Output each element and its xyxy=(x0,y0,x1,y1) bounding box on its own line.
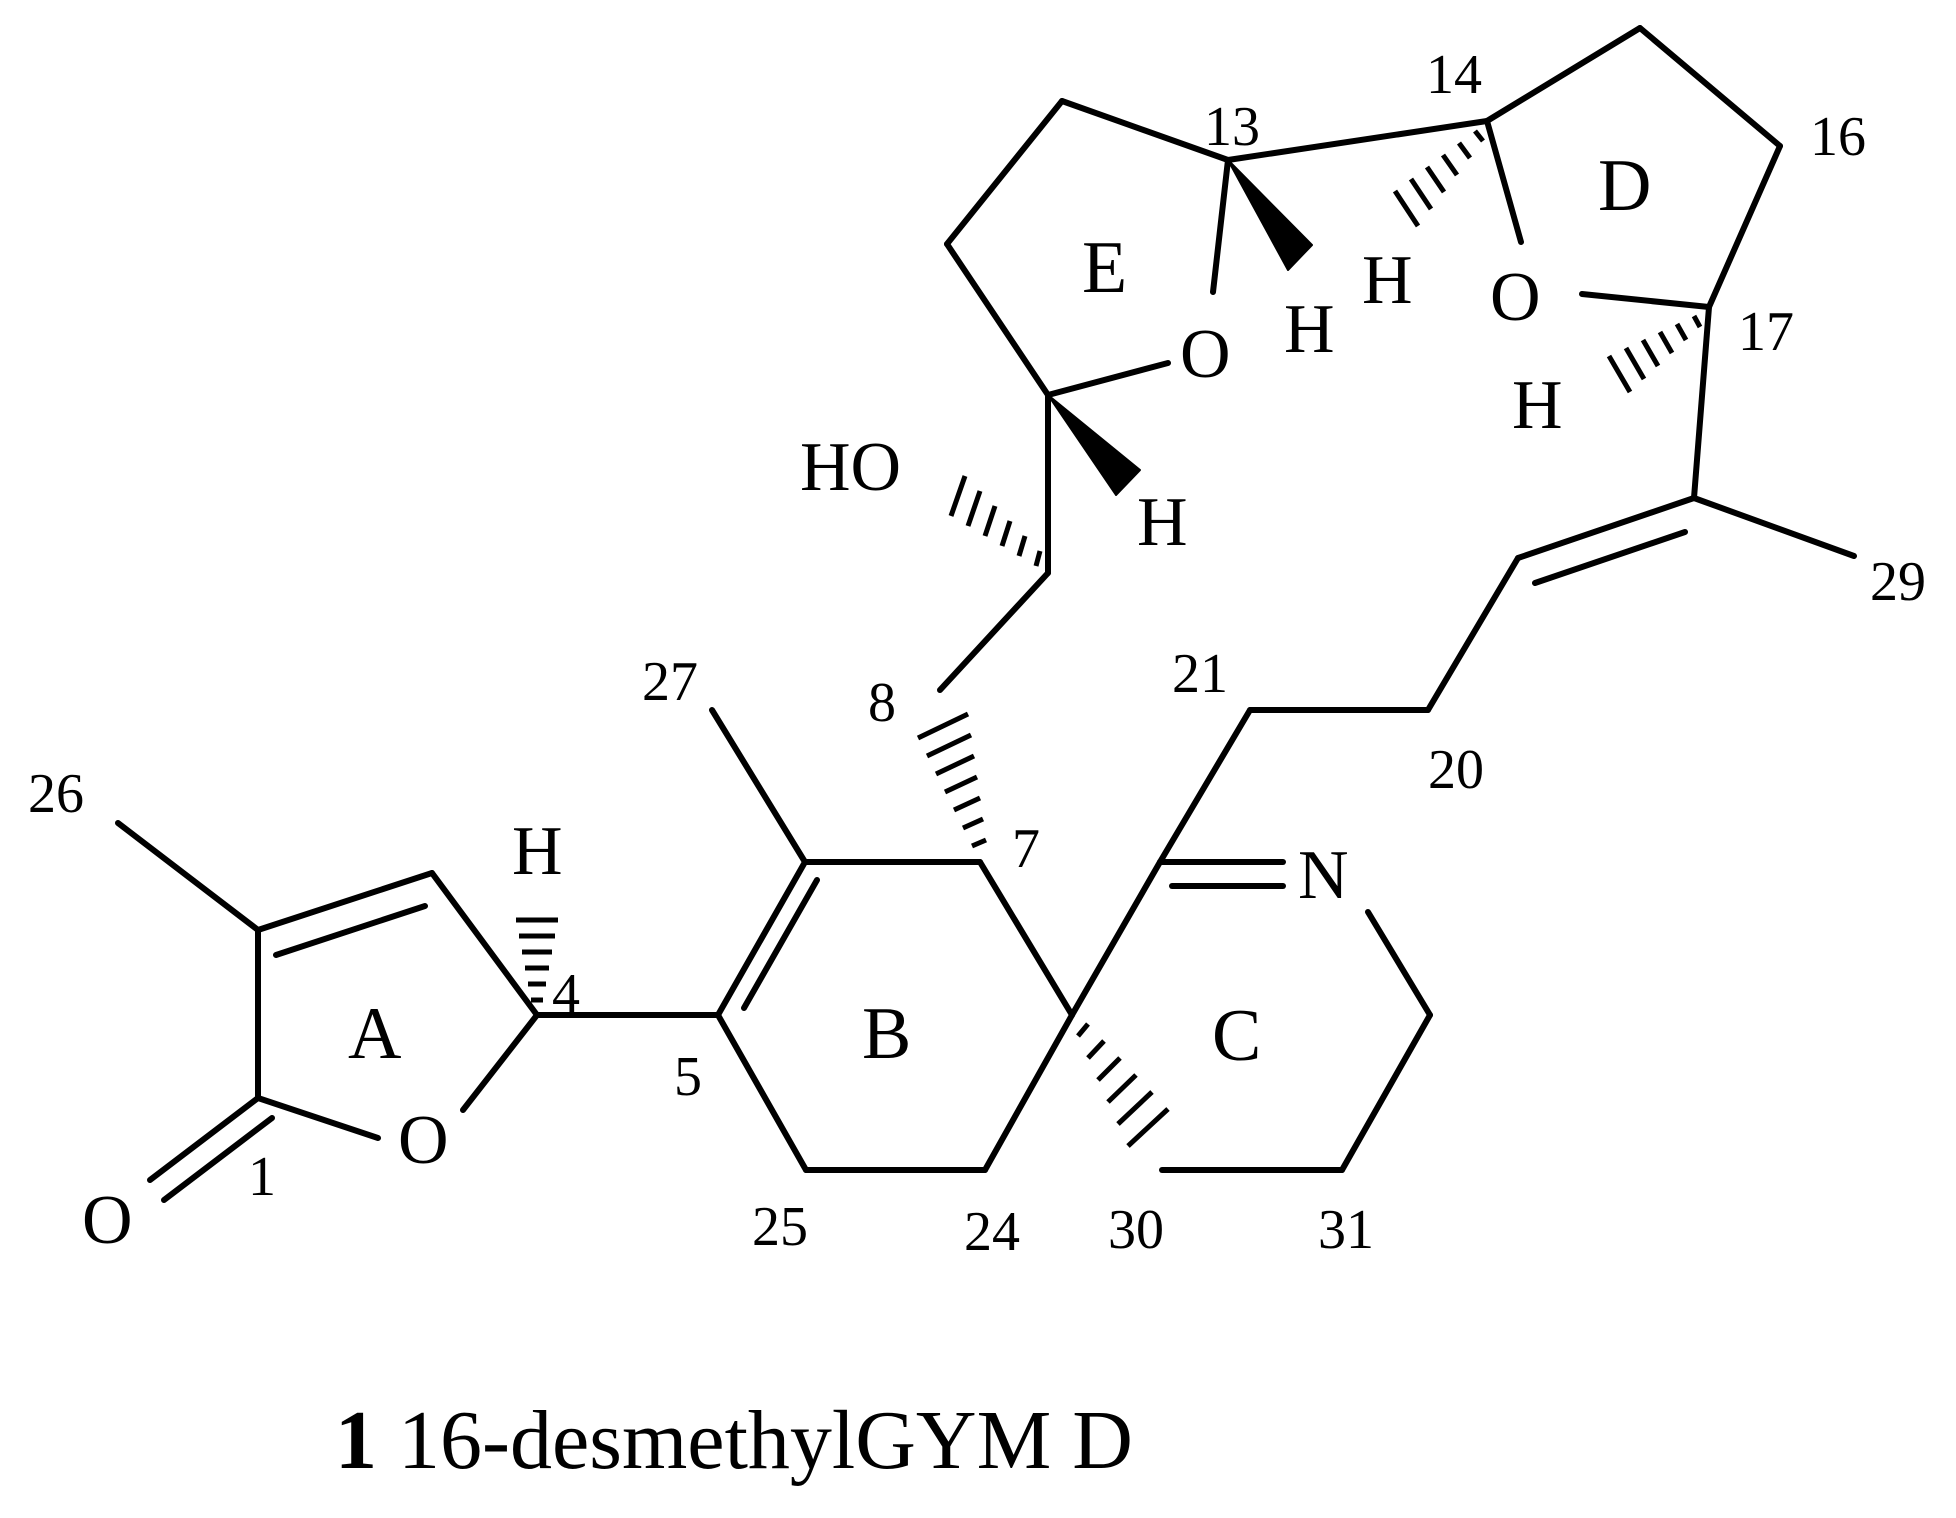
bond-c19-c18 xyxy=(1515,495,1697,561)
bond-c9-c8 xyxy=(937,570,1051,693)
bond-c7-spiro xyxy=(977,859,1075,1018)
bond-c10-oe xyxy=(1045,360,1171,398)
bond-c32-c31 xyxy=(1339,1012,1433,1173)
atom-h-c4: H xyxy=(512,813,563,890)
locant-24: 24 xyxy=(964,1201,1020,1263)
ring-label-e: E xyxy=(1082,227,1127,309)
wedge-bond-c13-h xyxy=(1227,159,1313,271)
bond-spiro-c24 xyxy=(982,1012,1075,1173)
compound-number: 1 xyxy=(335,1394,377,1487)
bond-c22-c21 xyxy=(1157,707,1253,865)
ring-labels: A B C D E xyxy=(348,145,1651,1077)
bond-c2-c3 xyxy=(255,870,435,933)
atom-h-c14: H xyxy=(1362,242,1413,319)
bond-o-c1 xyxy=(255,1095,381,1141)
bond-spiro-c22 xyxy=(1069,859,1163,1018)
bond-c5-c6-inner xyxy=(741,877,820,1011)
locant-29: 29 xyxy=(1870,551,1926,613)
locant-1: 1 xyxy=(248,1146,276,1208)
atom-h-c17: H xyxy=(1512,367,1563,444)
locant-16: 16 xyxy=(1810,106,1866,168)
locant-25: 25 xyxy=(752,1196,808,1258)
locant-13: 13 xyxy=(1204,96,1260,158)
bond-c4-o xyxy=(460,1012,540,1113)
locant-26: 26 xyxy=(28,763,84,825)
bond-c11-c10 xyxy=(944,241,1051,398)
bond-c19-c18-inner xyxy=(1532,529,1688,586)
bond-c2-c26 xyxy=(115,820,261,933)
ring-label-a: A xyxy=(348,993,401,1075)
bond-c1-carbonyl-a xyxy=(147,1095,261,1183)
atom-h-c13: H xyxy=(1284,291,1335,368)
hash-bond-c17-h xyxy=(1606,314,1703,394)
bond-c18-c17 xyxy=(1691,304,1712,501)
bond-n-c32 xyxy=(1365,909,1433,1018)
bond-oe-c13 xyxy=(1210,157,1231,295)
bond-c25-c5 xyxy=(715,1012,809,1173)
stereo-bonds xyxy=(516,129,1703,1148)
locant-31: 31 xyxy=(1318,1199,1374,1261)
bond-c16-c15 xyxy=(1637,25,1783,149)
atom-labels: O O O O N HO H H H H H xyxy=(82,242,1563,1259)
compound-caption: 1 16-desmethylGYM D xyxy=(335,1394,1133,1487)
compound-name: 16-desmethylGYM D xyxy=(398,1394,1133,1487)
bond-skeleton xyxy=(115,25,1857,1203)
bond-c18-c29 xyxy=(1691,495,1857,559)
atom-o-ring-e: O xyxy=(1180,316,1231,393)
atom-h-c10: H xyxy=(1137,484,1188,561)
locant-labels: 1 4 5 7 8 13 14 16 17 20 21 24 25 26 27 … xyxy=(28,44,1926,1263)
ring-label-c: C xyxy=(1212,995,1261,1077)
hash-bond-c14-h xyxy=(1392,129,1485,228)
atom-o-ring-a: O xyxy=(398,1102,449,1179)
wedge-bond-c10-h xyxy=(1047,394,1141,496)
bond-c3-c4 xyxy=(429,870,540,1018)
locant-30: 30 xyxy=(1108,1199,1164,1261)
bond-c2-c3-inner xyxy=(273,903,428,958)
atom-o-ring-d: O xyxy=(1490,259,1541,336)
bond-c5-c6 xyxy=(715,859,808,1018)
locant-5: 5 xyxy=(674,1046,702,1108)
bond-c12-c11 xyxy=(944,98,1065,247)
hash-bond-spiro-c30 xyxy=(1076,1022,1170,1148)
bond-c1-carbonyl-b xyxy=(161,1115,275,1203)
bond-c20-c19 xyxy=(1425,555,1521,713)
locant-8: 8 xyxy=(868,672,896,734)
bond-c14-od xyxy=(1484,118,1524,245)
locant-4: 4 xyxy=(552,963,580,1025)
bond-c13-c12 xyxy=(1059,98,1231,163)
locant-20: 20 xyxy=(1428,739,1484,801)
bond-c6-c27 xyxy=(709,707,808,865)
locant-14: 14 xyxy=(1426,44,1482,106)
hash-bond-c9-oh xyxy=(948,475,1043,567)
bond-c14-c13 xyxy=(1225,118,1490,163)
ring-label-b: B xyxy=(862,993,911,1075)
bond-od-c17 xyxy=(1579,291,1712,310)
atom-n: N xyxy=(1298,837,1349,914)
atom-o-carbonyl: O xyxy=(82,1182,133,1259)
hash-bond-c7-c8 xyxy=(916,711,987,849)
locant-7: 7 xyxy=(1012,818,1040,880)
atom-ho: HO xyxy=(800,429,901,506)
locant-27: 27 xyxy=(642,651,698,713)
ring-label-d: D xyxy=(1598,145,1651,227)
compound-name-spacer xyxy=(377,1394,398,1487)
locant-21: 21 xyxy=(1172,643,1228,705)
bond-c17-c16 xyxy=(1706,143,1783,310)
locant-17: 17 xyxy=(1738,301,1794,363)
bond-c15-c14 xyxy=(1484,25,1643,124)
hash-bond-c4-h xyxy=(516,917,558,1003)
